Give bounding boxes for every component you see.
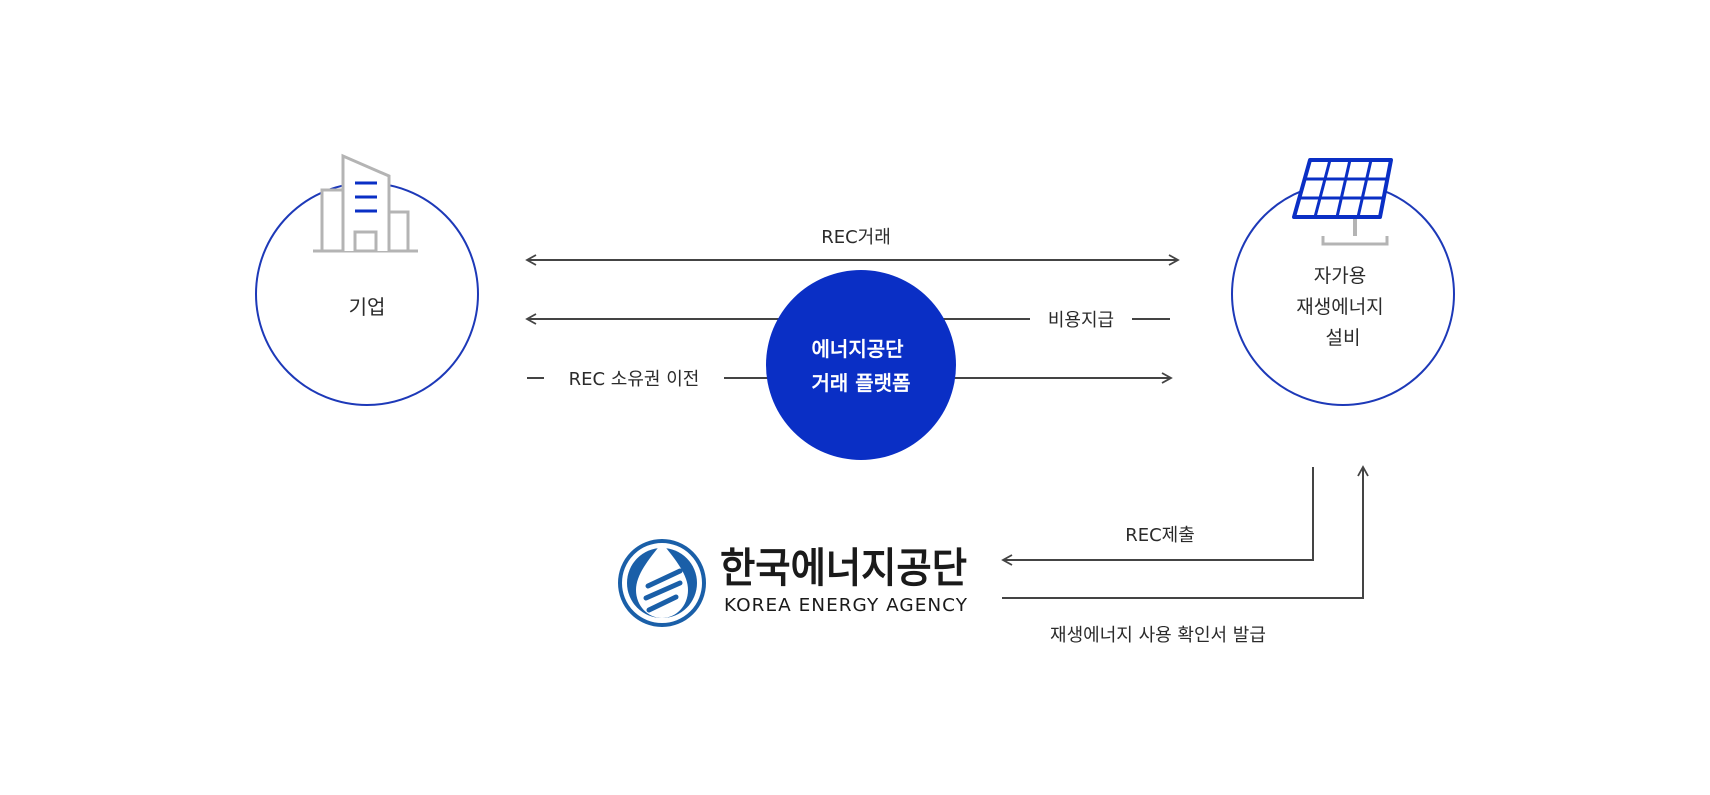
building-icon — [313, 153, 418, 253]
certificate-arrow — [1002, 465, 1369, 599]
facility-label-line-2: 재생에너지 — [1296, 296, 1383, 318]
rec-submission-arrow — [1001, 467, 1314, 566]
platform-label-line-2: 거래 플랫폼 — [812, 371, 911, 395]
rec-trade-label: REC거래 — [821, 227, 891, 248]
certificate-label: 재생에너지 사용 확인서 발급 — [1050, 625, 1266, 646]
agency-logo-icon — [618, 539, 706, 627]
facility-label-line-1: 자가용 — [1314, 265, 1366, 287]
solar-panel-icon — [1292, 158, 1393, 246]
payment-label: 비용지급 — [1048, 310, 1114, 331]
company-label: 기업 — [349, 295, 386, 319]
agency-name-en: KOREA ENERGY AGENCY — [724, 595, 968, 616]
agency-name-ko: 한국에너지공단 — [720, 544, 967, 592]
rec-submission-label: REC제출 — [1125, 525, 1195, 546]
platform-label-line-1: 에너지공단 — [812, 337, 905, 361]
platform-label: 에너지공단 거래 플랫폼 — [812, 337, 911, 395]
ownership-label: REC 소유권 이전 — [569, 369, 700, 390]
facility-label-line-3: 설비 — [1326, 327, 1361, 349]
facility-label: 자가용 재생에너지 설비 — [1296, 265, 1389, 349]
platform-node — [766, 270, 956, 460]
